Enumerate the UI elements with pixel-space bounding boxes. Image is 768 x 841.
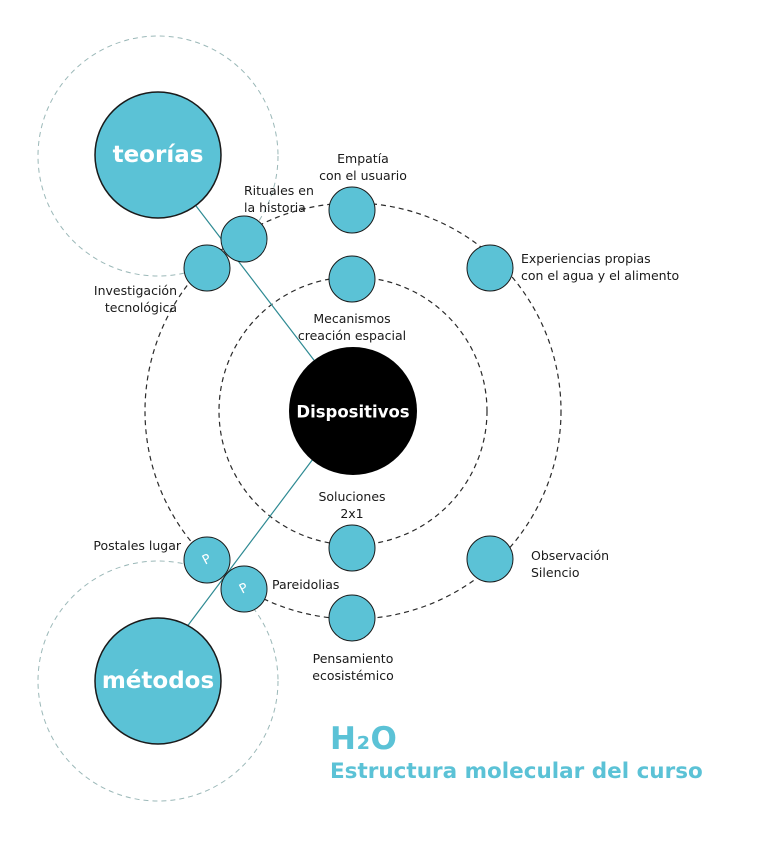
core-dispositivos-circle[interactable]: [289, 347, 417, 475]
hub-metodos-label: métodos: [101, 668, 215, 694]
hub-metodos-circle[interactable]: [94, 617, 222, 745]
hub-teorias-label: teorías: [112, 142, 204, 168]
title-main: H₂O: [330, 721, 398, 757]
teorias-connector-line: [179, 184, 321, 369]
label-observacion: Observación Silencio: [531, 548, 610, 580]
core-label: Dispositivos: [296, 402, 410, 422]
label-experiencias: Experiencias propias con el agua y el al…: [521, 251, 680, 283]
title-subtitle: Estructura molecular del curso: [330, 759, 703, 784]
metodos-connector-line: [179, 454, 317, 637]
node-pareidolias[interactable]: [220, 565, 268, 613]
node-pensamiento[interactable]: [328, 594, 376, 642]
node-experiencias[interactable]: [466, 244, 514, 292]
label-soluciones: Soluciones 2x1: [318, 489, 386, 521]
node-mecanismos[interactable]: [328, 255, 376, 303]
node-observacion[interactable]: [466, 535, 514, 583]
title-block: H₂O Estructura molecular del curso: [330, 720, 703, 786]
node-rituales[interactable]: [220, 215, 268, 263]
label-postales: Postales lugar: [93, 538, 181, 553]
teorias-halo-ring: [37, 35, 279, 277]
hub-teorias-circle[interactable]: [94, 91, 222, 219]
node-investigacion[interactable]: [183, 244, 231, 292]
node-postales[interactable]: [183, 536, 231, 584]
label-pensamiento: Pensamiento ecosistémico: [312, 651, 394, 683]
label-pareidolias: Pareidolias: [272, 577, 340, 592]
label-mecanismos: Mecanismos creación espacial: [297, 311, 407, 343]
label-investigacion: Investigación tecnológica: [93, 283, 177, 315]
label-empatia: Empatía con el usuario: [319, 151, 407, 183]
node-soluciones[interactable]: [328, 524, 376, 572]
metodos-halo-ring: [37, 560, 279, 802]
label-rituales: Rituales en la historia: [244, 183, 314, 215]
node-empatia[interactable]: [328, 186, 376, 234]
